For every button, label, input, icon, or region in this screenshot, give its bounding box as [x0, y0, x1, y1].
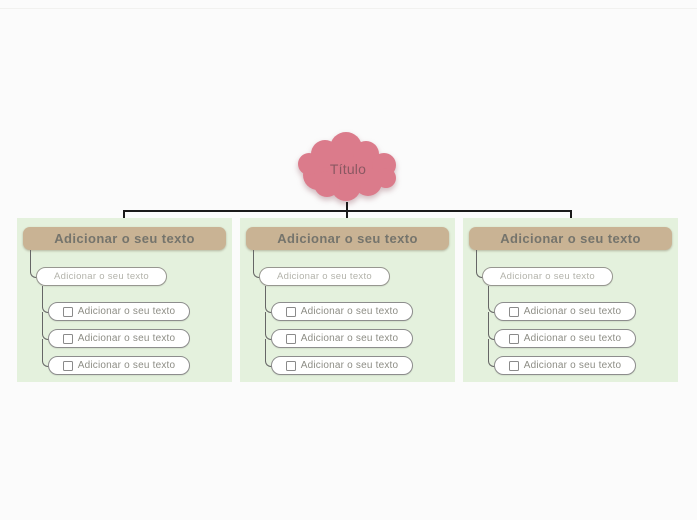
task-node[interactable]: Adicionar o seu texto	[271, 302, 413, 321]
branch-header-node[interactable]: Adicionar o seu texto	[23, 227, 226, 250]
task-label: Adicionar o seu texto	[77, 333, 176, 344]
checkbox-icon[interactable]	[508, 306, 519, 317]
task-node[interactable]: Adicionar o seu texto	[48, 329, 190, 348]
branch-header-node[interactable]: Adicionar o seu texto	[469, 227, 672, 250]
task-node[interactable]: Adicionar o seu texto	[494, 356, 636, 375]
connector-elbow	[265, 339, 273, 367]
connector-elbow	[488, 339, 496, 367]
checkbox-icon[interactable]	[62, 360, 73, 371]
connector-elbow	[253, 250, 261, 278]
subtopic-node[interactable]: Adicionar o seu texto	[36, 267, 167, 286]
branch-column-1: Adicionar o seu texto Adicionar o seu te…	[17, 218, 232, 382]
checkbox-icon[interactable]	[285, 333, 296, 344]
task-label: Adicionar o seu texto	[77, 360, 176, 371]
task-label: Adicionar o seu texto	[300, 360, 399, 371]
task-label: Adicionar o seu texto	[523, 333, 622, 344]
task-node[interactable]: Adicionar o seu texto	[494, 329, 636, 348]
checkbox-icon[interactable]	[508, 333, 519, 344]
connector-elbow	[42, 339, 50, 367]
branch-column-3: Adicionar o seu texto Adicionar o seu te…	[463, 218, 678, 382]
checkbox-icon[interactable]	[285, 306, 296, 317]
checkbox-icon[interactable]	[62, 306, 73, 317]
connector-root-stem	[346, 202, 348, 212]
task-node[interactable]: Adicionar o seu texto	[271, 329, 413, 348]
task-label: Adicionar o seu texto	[77, 306, 176, 317]
cloud-shape-icon	[298, 132, 396, 201]
branch-column-2: Adicionar o seu texto Adicionar o seu te…	[240, 218, 455, 382]
task-label: Adicionar o seu texto	[300, 333, 399, 344]
connector-elbow	[476, 250, 484, 278]
subtopic-node[interactable]: Adicionar o seu texto	[482, 267, 613, 286]
subtopic-node[interactable]: Adicionar o seu texto	[259, 267, 390, 286]
task-node[interactable]: Adicionar o seu texto	[494, 302, 636, 321]
checkbox-icon[interactable]	[285, 360, 296, 371]
task-label: Adicionar o seu texto	[300, 306, 399, 317]
checkbox-icon[interactable]	[508, 360, 519, 371]
task-node[interactable]: Adicionar o seu texto	[48, 356, 190, 375]
task-node[interactable]: Adicionar o seu texto	[271, 356, 413, 375]
checkbox-icon[interactable]	[62, 333, 73, 344]
branch-header-node[interactable]: Adicionar o seu texto	[246, 227, 449, 250]
task-label: Adicionar o seu texto	[523, 306, 622, 317]
task-label: Adicionar o seu texto	[523, 360, 622, 371]
top-divider	[0, 8, 697, 9]
root-topic-node[interactable]: Título	[291, 131, 405, 205]
root-topic-label: Título	[329, 161, 367, 177]
connector-elbow	[30, 250, 38, 278]
task-node[interactable]: Adicionar o seu texto	[48, 302, 190, 321]
